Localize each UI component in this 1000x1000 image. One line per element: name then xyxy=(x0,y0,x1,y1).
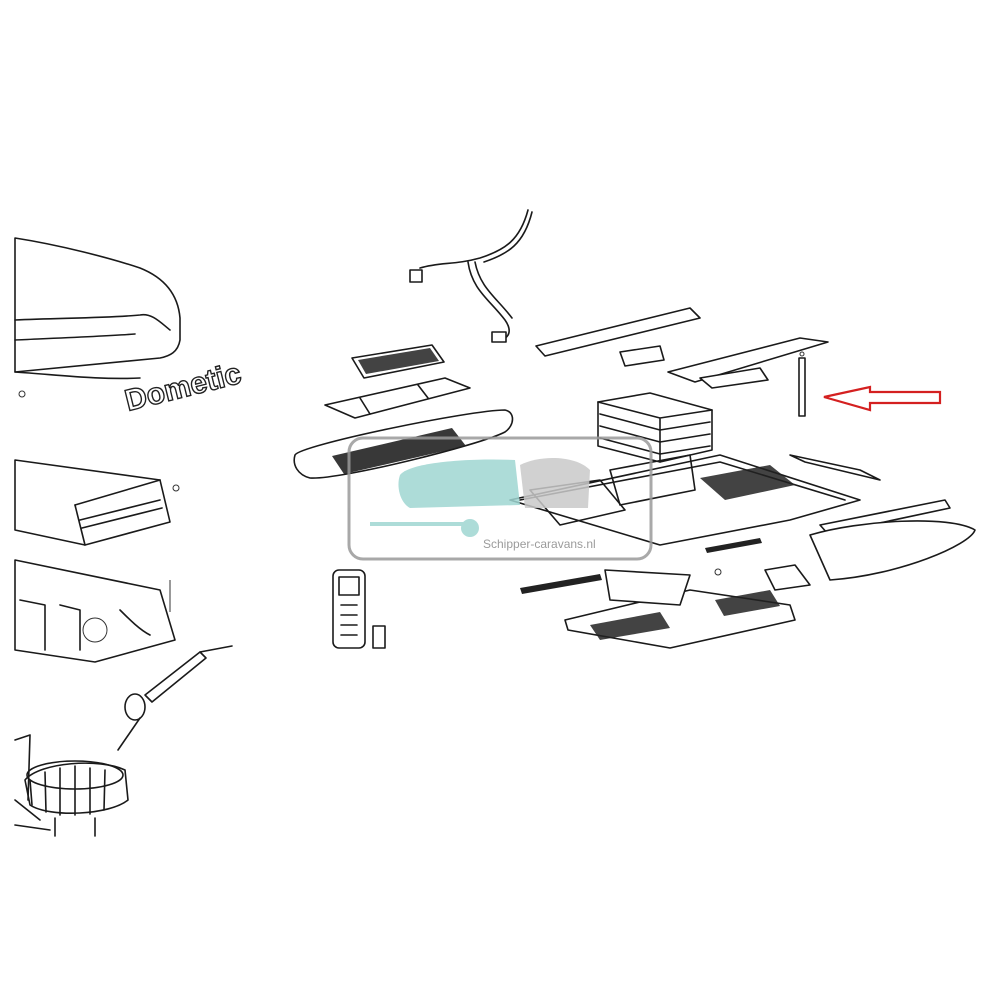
insulation-pad xyxy=(619,337,829,389)
remote-control xyxy=(332,569,386,649)
top-strip xyxy=(535,307,701,357)
brand-plate: Dometic xyxy=(121,356,245,418)
temperature-probe xyxy=(117,645,233,751)
base-tray xyxy=(14,559,176,663)
air-filter xyxy=(324,377,471,419)
louvre-strips xyxy=(520,538,762,594)
heater-rod xyxy=(798,351,806,417)
caravan-icon xyxy=(370,458,590,537)
watermark: Schipper-caravans.nl xyxy=(347,436,653,561)
cable-harness xyxy=(409,209,533,343)
heat-exchanger xyxy=(597,392,713,463)
svg-text:Dometic: Dometic xyxy=(122,357,245,418)
bottom-diffuser xyxy=(564,568,796,649)
roof-cover xyxy=(14,237,181,398)
left-arrow-icon xyxy=(823,385,942,412)
brand-label: Dometic xyxy=(122,357,245,418)
watermark-text: Schipper-caravans.nl xyxy=(483,537,596,551)
side-rail xyxy=(764,454,976,591)
return-air-grille xyxy=(351,344,445,379)
fan-wheel xyxy=(14,734,129,837)
chassis-block xyxy=(14,459,180,546)
